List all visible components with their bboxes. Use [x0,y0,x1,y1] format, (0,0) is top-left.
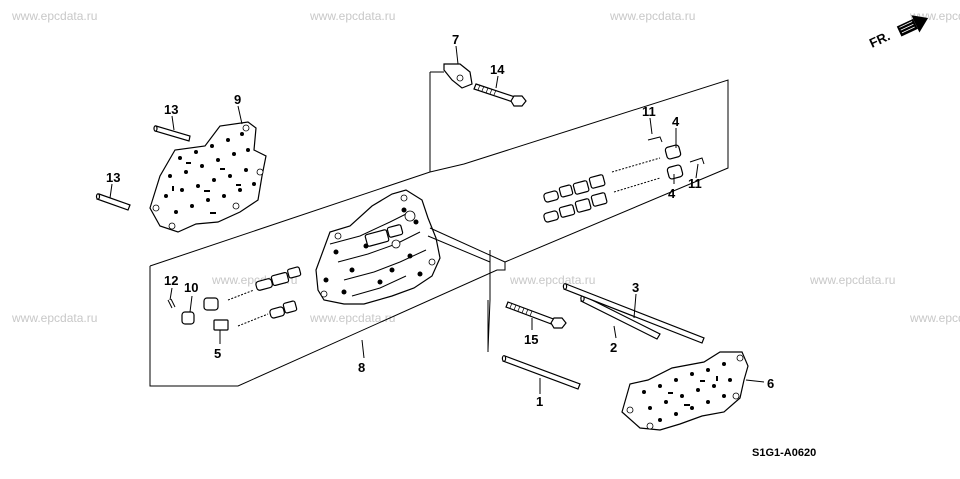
callout-number: 12 [164,273,178,288]
callout-number: 11 [688,176,702,191]
roller-pin [167,298,176,309]
watermark: www.epcdata.ru [509,273,595,287]
watermark: www.epcdata.ru [909,311,960,325]
arrow-icon [896,15,929,37]
shift-valve-spool [227,266,302,301]
dowel-pin [95,193,131,211]
diagram-code: S1G1-A0620 [752,447,816,459]
callout-number: 9 [234,92,241,107]
callout-number: 6 [767,376,774,391]
spool-valve-upper [543,157,661,203]
valve-sleeve [664,144,684,180]
watermark: www.epcdata.ru [11,311,97,325]
direction-label: FR. [867,28,892,50]
separator-plate-upper [149,121,267,233]
long-bolt [501,355,581,390]
spool-valve-lower [543,177,661,223]
callout-number: 1 [536,394,543,409]
callout-number: 5 [214,346,221,361]
bracket [443,63,473,89]
callout-number: 13 [164,102,178,117]
valve-plug [181,297,219,325]
callout-number: 4 [668,186,676,201]
main-valve-body [315,189,506,305]
callout-number: 14 [490,62,505,77]
callout-number: 10 [184,280,198,295]
callout-number: 15 [524,332,538,347]
watermark: www.epcdata.ru [11,9,97,23]
callout-number: 2 [610,340,617,355]
assembly-frame [149,71,729,387]
callout-number: 4 [672,114,680,129]
retainer-clip [647,136,705,165]
callouts: 7 14 9 13 13 11 4 4 11 12 10 5 3 2 15 1 … [106,32,774,409]
callout-number: 11 [642,104,656,119]
watermark: www.epcdata.ru [809,273,895,287]
callout-number: 3 [632,280,639,295]
flange-bolt [473,83,527,107]
shift-valve-spool [237,300,298,327]
callout-number: 7 [452,32,459,47]
watermark: www.epcdata.ru [609,9,695,23]
watermark-layer: www.epcdata.ru www.epcdata.ru www.epcdat… [11,9,960,325]
leader-lines [109,45,765,394]
callout-number: 13 [106,170,120,185]
dowel-pin [153,125,191,142]
separator-plate-lower [621,351,749,431]
flange-bolt [505,301,567,329]
valve-cap [213,319,229,331]
watermark: www.epcdata.ru [309,9,395,23]
watermark: www.epcdata.ru [309,311,395,325]
callout-number: 8 [358,360,365,375]
